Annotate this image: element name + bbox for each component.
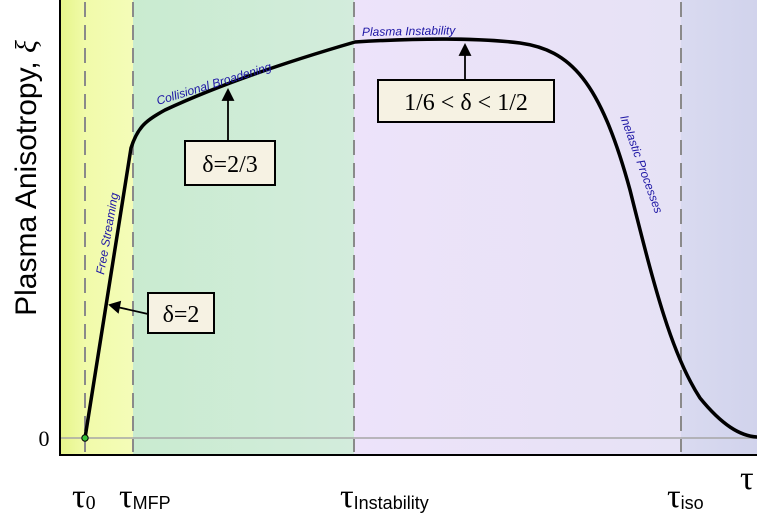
callout-delta-instability: 1/6 < δ < 1/2 [377, 79, 555, 123]
callout-delta-instability-text: 1/6 < δ < 1/2 [404, 90, 528, 116]
arrow-instability-head [458, 42, 472, 56]
tick-tau-instability-main: τ [340, 478, 354, 515]
callout-delta-free: δ=2 [147, 292, 215, 334]
callout-delta-free-box [147, 292, 215, 334]
plasma-instability-label: Plasma Instability [362, 23, 457, 39]
tick-tau-0-main: τ [72, 478, 86, 515]
region-plasma-instability [354, 0, 681, 455]
callout-delta-collisional-text: δ=2/3 [202, 152, 258, 178]
callout-delta-instability-box [377, 79, 555, 123]
tick-tau-iso: τiso [667, 478, 704, 515]
y-axis-symbol: ξ [10, 40, 43, 53]
arrow-collisional-head [221, 87, 235, 101]
region-isotropization [681, 0, 757, 455]
region-collisional-broadening [133, 0, 354, 455]
x-axis-label: τ [740, 460, 754, 497]
tick-tau-mfp-main: τ [119, 478, 133, 515]
callout-arrows [108, 42, 472, 315]
callout-delta-collisional: δ=2/3 [184, 140, 276, 186]
y-axis-label: Plasma Anisotropy, ξ [10, 40, 43, 316]
callout-delta-free-text: δ=2 [163, 302, 200, 328]
callout-delta-collisional-box [184, 140, 276, 186]
arrow-free-head [108, 300, 122, 314]
y-axis-label-text: Plasma Anisotropy, [10, 53, 43, 316]
tick-tau-0-sub: 0 [86, 492, 96, 514]
region-free-streaming [60, 0, 133, 455]
tick-tau-iso-main: τ [667, 478, 681, 515]
arrow-free-line [116, 306, 149, 315]
tick-tau-instability-sub: Instability [354, 493, 429, 513]
time-markers [84, 2, 682, 452]
anisotropy-curve [83, 37, 757, 440]
tick-tau-iso-sub: iso [681, 493, 704, 513]
tick-tau-mfp: τMFP [119, 478, 171, 515]
tick-tau-instability: τInstability [340, 478, 429, 515]
y-zero-label: 0 [39, 426, 50, 451]
start-point [81, 434, 89, 442]
tick-tau-mfp-sub: MFP [133, 493, 171, 513]
tick-tau-0: τ0 [72, 478, 96, 515]
